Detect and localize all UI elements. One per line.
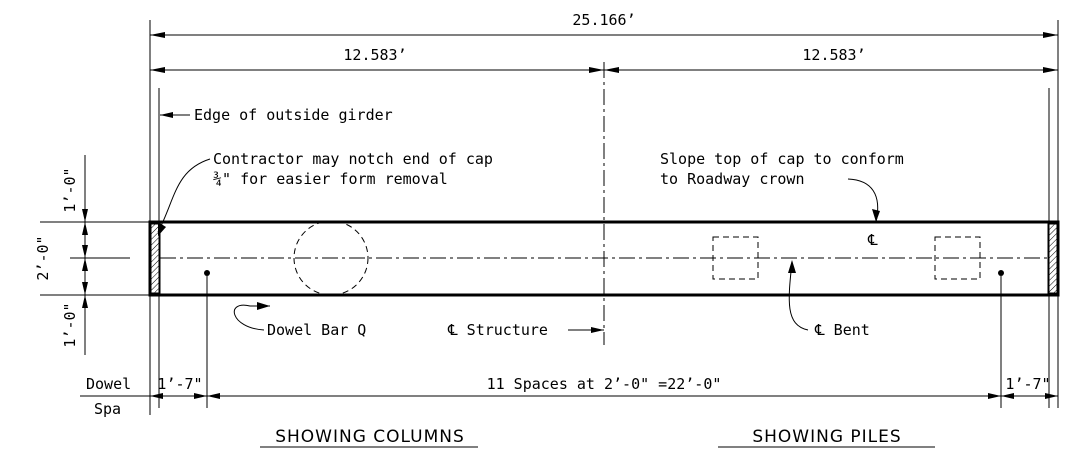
cap-height-lower-label: 1’-0"	[61, 302, 79, 347]
pile-outline-left	[712, 236, 759, 280]
slope-cl-symbol: ℄	[867, 231, 878, 249]
cap-height-total-label: 2’-0"	[34, 235, 52, 280]
slope-note-line1: Slope top of cap to conform	[660, 150, 904, 168]
overall-length-dimension: 25.166’	[150, 11, 1058, 38]
half-length-right-label: 12.583’	[802, 46, 865, 64]
slope-note-line2: to Roadway crown	[660, 170, 805, 188]
notch-note-line2-rest: " for easier form removal	[222, 170, 448, 188]
pile-outline-right	[934, 236, 981, 280]
dowel-end-right-label: 1’-7"	[1005, 375, 1050, 393]
cap-height-dimension: 1’-0" 2’-0" 1’-0"	[34, 155, 150, 355]
view-titles: SHOWING COLUMNS SHOWING PILES	[260, 427, 935, 448]
dowel-bar-left	[204, 270, 210, 276]
notch-note-line2: ¾" for easier form removal	[213, 170, 448, 188]
dowel-end-left-label: 1’-7"	[157, 375, 202, 393]
title-showing-columns: SHOWING COLUMNS	[275, 427, 465, 447]
dowel-spaces-label: 11 Spaces at 2’-0" =22’-0"	[487, 375, 722, 393]
column-outline	[293, 220, 369, 296]
row-label-spa: Spa	[94, 400, 121, 418]
bent-cap-outline	[148, 220, 1060, 297]
edge-girder-label: Edge of outside girder	[194, 106, 393, 124]
cap-height-upper-label: 1’-0"	[61, 167, 79, 212]
title-showing-piles: SHOWING PILES	[752, 427, 901, 447]
dowel-bar-label: Dowel Bar Q	[267, 321, 366, 339]
cl-bent-label: ℄ Bent	[814, 321, 870, 339]
overall-length-label: 25.166’	[572, 11, 635, 29]
dowel-bar-note: Dowel Bar Q	[233, 302, 366, 339]
notch-note-line1: Contractor may notch end of cap	[213, 150, 493, 168]
slope-note: Slope top of cap to conform to Roadway c…	[660, 150, 904, 249]
edge-girder-note: Edge of outside girder	[160, 106, 393, 124]
dowel-bar-right	[998, 270, 1004, 276]
row-label-dowel: Dowel	[86, 375, 131, 393]
half-length-left-label: 12.583’	[343, 46, 406, 64]
notch-hatch-right	[1047, 223, 1058, 294]
notch-fraction: ¾	[213, 170, 222, 188]
cl-structure-label: ℄ Structure	[447, 321, 548, 339]
half-length-dimension: 12.583’ 12.583’	[150, 46, 1058, 73]
notch-note: Contractor may notch end of cap ¾" for e…	[157, 150, 493, 236]
dowel-spacing-dimension: Dowel Spa 1’-7" 11 Spaces at 2’-0" =22’-…	[80, 375, 1058, 418]
cl-structure-note: ℄ Structure	[447, 321, 604, 339]
cl-bent-note: ℄ Bent	[788, 260, 870, 339]
